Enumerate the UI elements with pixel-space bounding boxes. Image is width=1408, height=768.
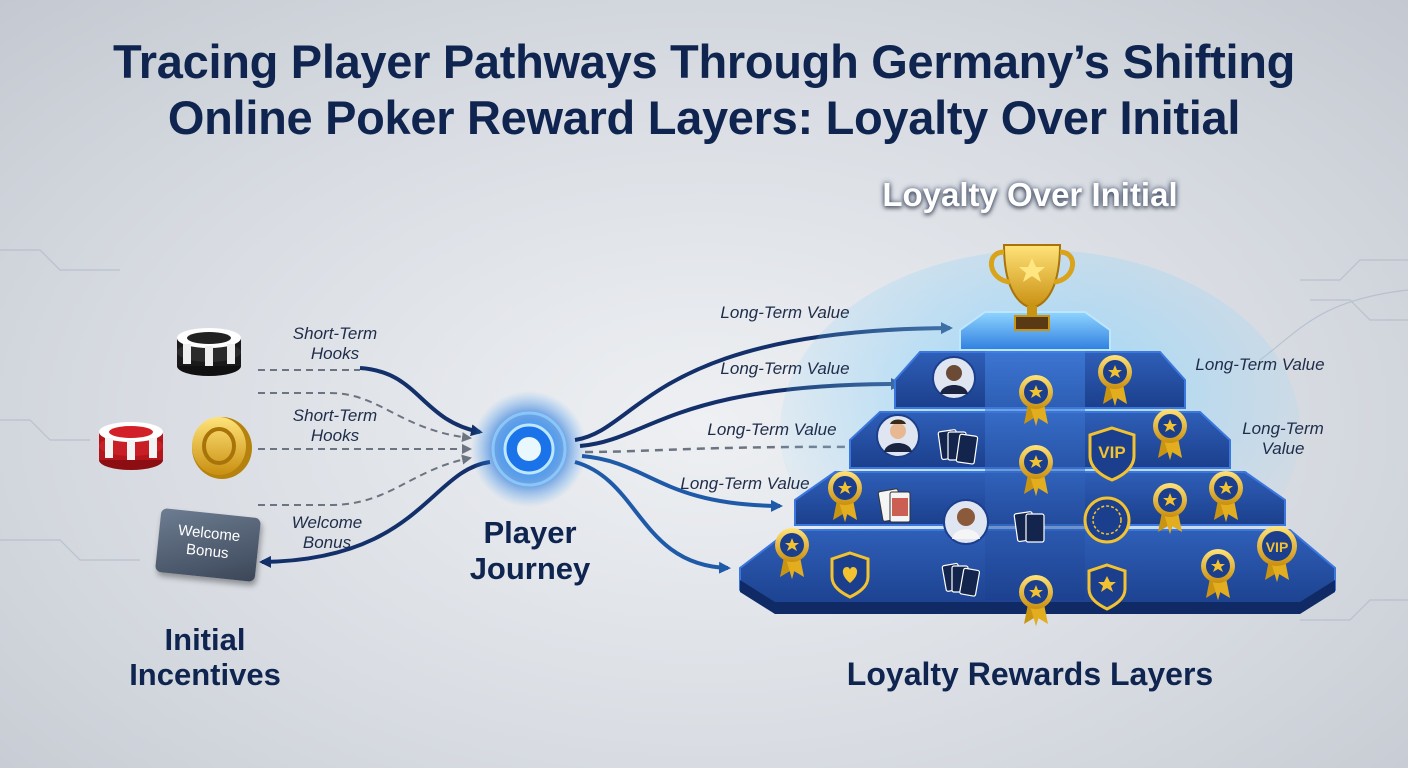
long-term-value-label-1: Long-Term Value <box>720 303 850 322</box>
heart-shield-icon <box>830 551 870 599</box>
trophy-icon <box>988 244 1076 331</box>
title-line-2: Online Poker Reward Layers: Loyalty Over… <box>167 91 1241 144</box>
loyalty-rewards-layers-title: Loyalty Rewards Layers <box>846 656 1214 692</box>
background-circuit-lines <box>0 249 1408 621</box>
gold-coin-icon <box>192 417 252 479</box>
long-term-value-label-4: Long-Term Value <box>680 474 810 493</box>
title-line-1: Tracing Player Pathways Through Germany’… <box>112 35 1296 88</box>
seal-badge-icon <box>1083 496 1131 544</box>
medal-icon <box>1201 549 1235 600</box>
hook-arrow-into-hub <box>359 366 483 437</box>
welcome-bonus-arrow <box>259 460 491 568</box>
short-term-hooks-label-2: Short-Term Hooks <box>292 406 378 445</box>
poker-chip-stack-red-icon <box>99 422 163 470</box>
welcome-bonus-card: Welcome Bonus <box>154 507 262 583</box>
medal-badges <box>775 355 1243 626</box>
vip-badge-text-2: VIP <box>1266 539 1289 555</box>
playing-card-icons <box>877 429 1045 597</box>
medal-icon <box>1098 355 1132 406</box>
short-term-hooks-label-1: Short-Term Hooks <box>292 324 378 363</box>
playing-cards-icon <box>941 562 981 597</box>
avatar <box>943 499 989 545</box>
player-journey-label: Player Journey <box>469 515 591 586</box>
medal-icon <box>1019 375 1053 426</box>
medal-icon <box>828 471 862 522</box>
medal-icon <box>1153 483 1187 534</box>
long-term-value-label-3: Long-Term Value <box>707 420 837 439</box>
long-term-value-label-2: Long-Term Value <box>720 359 850 378</box>
welcome-bonus-label: Welcome Bonus <box>291 513 363 552</box>
loyalty-over-initial-heading: Loyalty Over Initial <box>882 176 1178 213</box>
long-term-value-label-5: Long-Term Value <box>1195 355 1325 374</box>
medal-icon <box>1019 575 1053 626</box>
short-term-hook-dashed-lines <box>258 369 472 506</box>
playing-cards-icon <box>877 488 911 523</box>
playing-cards-icon <box>1013 511 1045 543</box>
page-title: Tracing Player Pathways Through Germany’… <box>0 34 1408 146</box>
initial-incentives-title: Initial Incentives <box>129 622 281 692</box>
long-term-value-label-6: Long-Term Value <box>1242 419 1324 458</box>
medal-icon <box>1153 409 1187 460</box>
playing-cards-icon <box>937 429 979 465</box>
medal-icon <box>1019 445 1053 496</box>
shield-badges: VIP VIP <box>830 426 1297 611</box>
vip-medal-icon: VIP <box>1257 526 1297 582</box>
star-shield-icon <box>1087 563 1127 611</box>
vip-badge-text-1: VIP <box>1098 443 1125 462</box>
player-avatars <box>876 356 989 545</box>
player-journey-hub-icon <box>471 391 587 507</box>
vip-shield-icon: VIP <box>1088 426 1136 482</box>
avatar <box>932 356 976 400</box>
poker-chip-stack-black-icon <box>177 328 241 376</box>
avatar <box>876 414 920 458</box>
medal-icon <box>1209 471 1243 522</box>
medal-icon <box>775 528 809 579</box>
